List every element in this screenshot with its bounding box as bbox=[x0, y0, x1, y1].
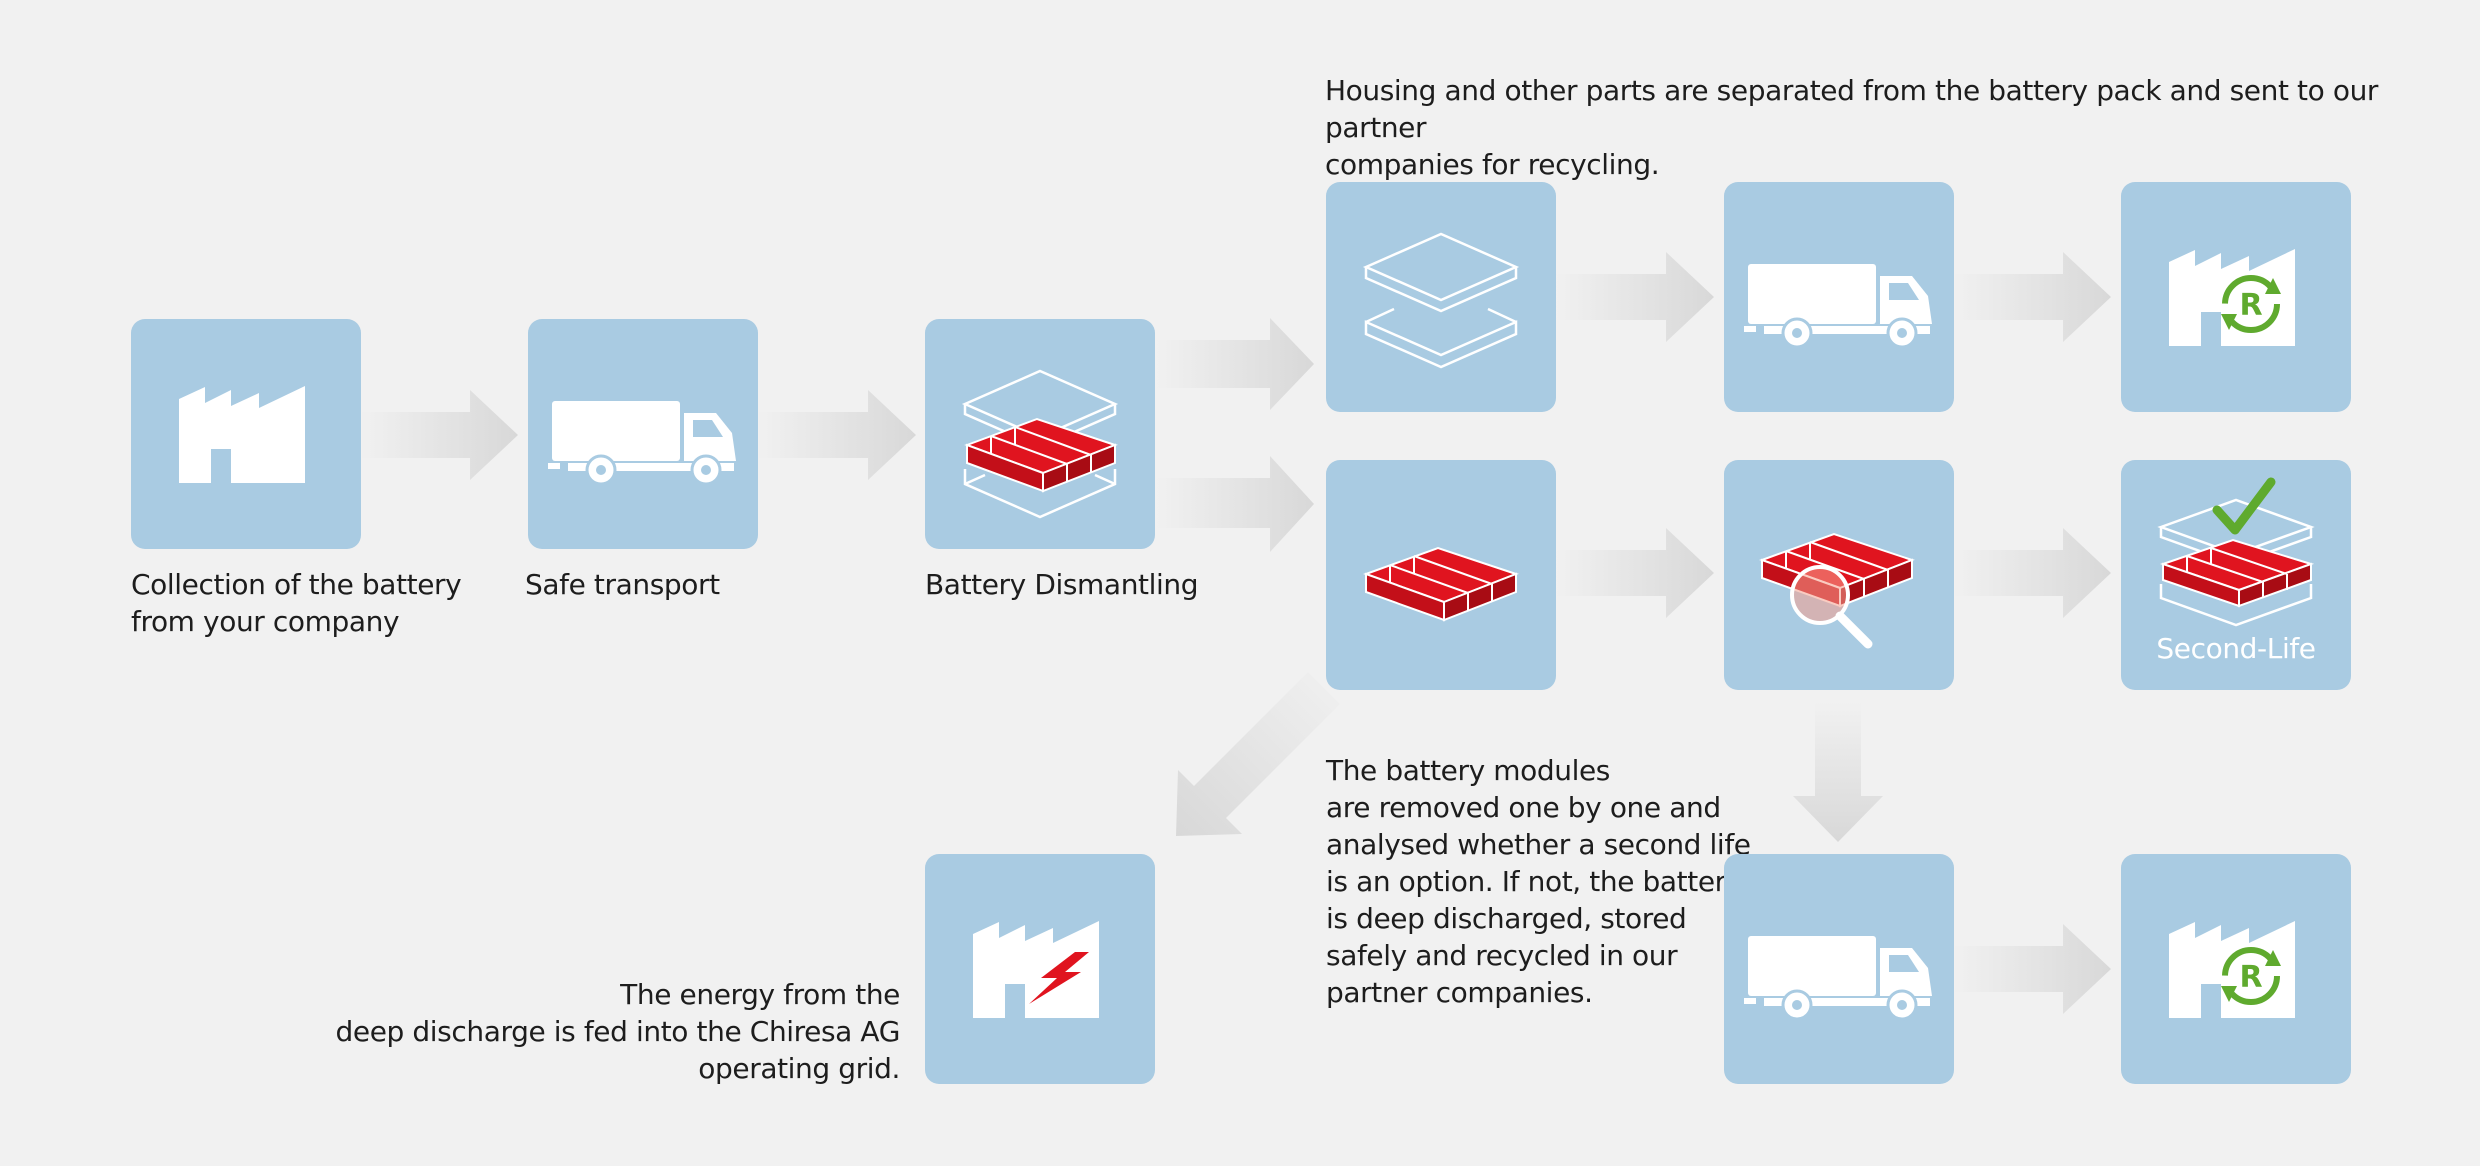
truck-icon bbox=[1744, 936, 1932, 1021]
analysis-card bbox=[1724, 460, 1954, 690]
power-factory-icon bbox=[973, 921, 1099, 1018]
arrow-truck-to-recycling bbox=[1953, 252, 2111, 342]
housing-plates-icon bbox=[1362, 232, 1520, 369]
dismantling-card bbox=[925, 319, 1155, 549]
transport-card bbox=[528, 319, 758, 549]
energy-grid-card bbox=[925, 854, 1155, 1084]
battery-modules-icon bbox=[1363, 546, 1519, 622]
truck-icon bbox=[1744, 264, 1932, 349]
factory-icon bbox=[179, 386, 305, 483]
magnifier-analysis-icon bbox=[1759, 532, 1915, 649]
dismantling-label: Battery Dismantling bbox=[925, 568, 1199, 601]
transport-label: Safe transport bbox=[525, 568, 720, 601]
collection-card bbox=[131, 319, 361, 549]
arrow-dismantling-to-modules bbox=[1156, 456, 1314, 552]
module-recycling-card: R bbox=[2121, 854, 2351, 1084]
svg-text:R: R bbox=[2239, 960, 2262, 995]
housing-transport-card bbox=[1724, 182, 1954, 412]
arrow-housing-to-truck bbox=[1555, 252, 1714, 342]
arrow-transport-to-recycling bbox=[1953, 924, 2111, 1014]
modules-card bbox=[1326, 460, 1556, 690]
recycling-factory-icon: R bbox=[2169, 249, 2295, 346]
housing-note: Housing and other parts are separated fr… bbox=[1325, 74, 2379, 181]
arrow-dismantling-to-housing bbox=[1156, 318, 1314, 410]
housing-parts-card bbox=[1326, 182, 1556, 412]
housing-recycling-card: R bbox=[2121, 182, 2351, 412]
truck-icon bbox=[548, 401, 736, 486]
second-life-card: Second-Life bbox=[2121, 460, 2351, 690]
arrow-modules-to-energy-grid bbox=[1176, 672, 1340, 836]
arrow-modules-to-analysis bbox=[1555, 528, 1714, 618]
modules-note: The battery modules are removed one by o… bbox=[1326, 754, 1751, 1009]
recycling-factory-icon: R bbox=[2169, 921, 2295, 1018]
collection-label: Collection of the battery from your comp… bbox=[131, 568, 462, 638]
arrow-analysis-to-second-life bbox=[1953, 528, 2111, 618]
arrow-transport-to-dismantling bbox=[757, 390, 916, 480]
module-transport-card bbox=[1724, 854, 1954, 1084]
arrow-collection-to-transport bbox=[360, 390, 518, 480]
svg-text:R: R bbox=[2239, 288, 2262, 323]
energy-note: The energy from the deep discharge is fe… bbox=[335, 978, 901, 1085]
second-life-label: Second-Life bbox=[2156, 632, 2316, 665]
second-life-check-icon bbox=[2157, 477, 2315, 627]
battery-pack-exploded-icon bbox=[961, 369, 1119, 519]
arrow-analysis-to-transport bbox=[1793, 702, 1883, 842]
